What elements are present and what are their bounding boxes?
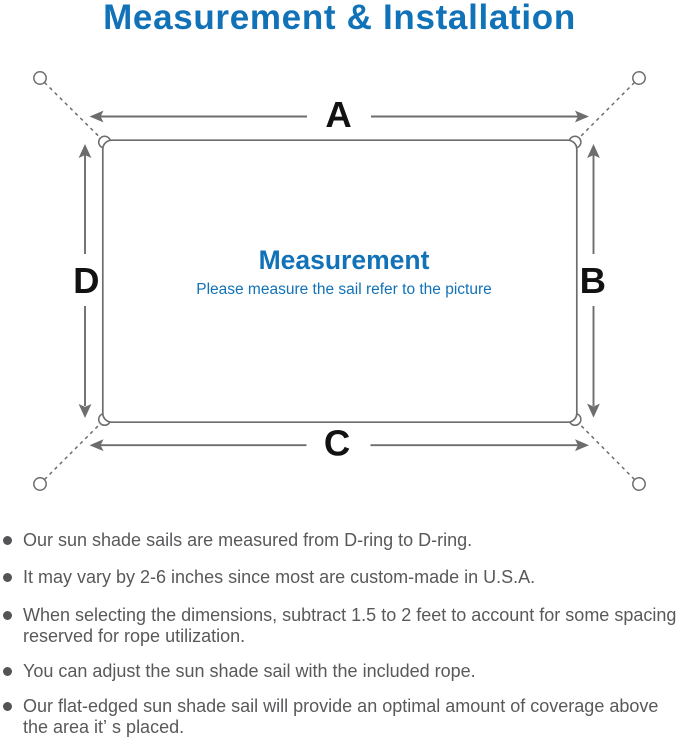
svg-text:D: D [73,260,99,301]
svg-text:C: C [324,423,350,464]
svg-text:A: A [325,94,351,135]
svg-text:Measurement: Measurement [259,245,430,275]
svg-text:Please measure the sail refer: Please measure the sail refer to the pic… [196,281,492,298]
svg-text:B: B [580,260,606,301]
